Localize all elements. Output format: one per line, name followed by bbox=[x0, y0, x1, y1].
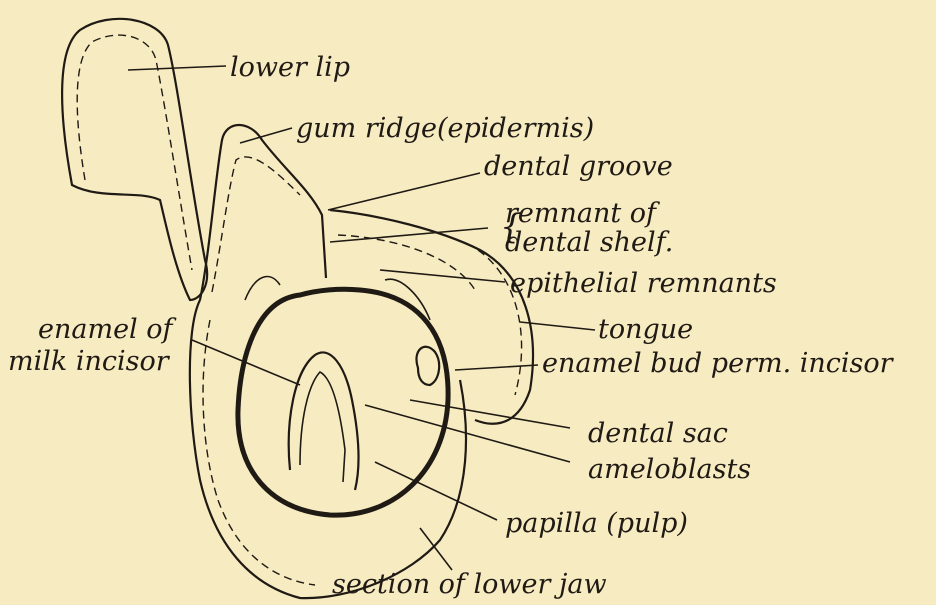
label-dental-sac: dental sac bbox=[588, 418, 728, 449]
label-dental-groove: dental groove bbox=[484, 151, 673, 182]
milk-incisor-shape bbox=[289, 352, 359, 490]
jaw-outline bbox=[190, 300, 466, 598]
label-enamel-milk-line-1: enamel of bbox=[38, 314, 177, 345]
label-tongue: tongue bbox=[598, 314, 693, 345]
label-remnant-line-2: dental shelf. bbox=[505, 227, 673, 258]
label-gum-ridge: gum ridge(epidermis) bbox=[296, 113, 594, 144]
brace-remnant: { bbox=[500, 207, 522, 247]
label-lower-lip: lower lip bbox=[230, 52, 350, 83]
lower-lip-shape bbox=[62, 19, 207, 300]
gum-ridge-shape bbox=[200, 125, 326, 300]
label-remnant-line-1: remnant of bbox=[505, 198, 660, 229]
label-lower-jaw: section of lower jaw bbox=[332, 569, 607, 600]
label-enamel-bud: enamel bud perm. incisor bbox=[542, 348, 895, 379]
label-ameloblasts: ameloblasts bbox=[588, 454, 751, 485]
enamel-bud-shape bbox=[416, 347, 439, 385]
label-papilla: papilla (pulp) bbox=[505, 508, 688, 539]
label-enamel-milk-line-2: milk incisor bbox=[8, 346, 171, 377]
label-epithelial-remnants: epithelial remnants bbox=[510, 268, 777, 299]
